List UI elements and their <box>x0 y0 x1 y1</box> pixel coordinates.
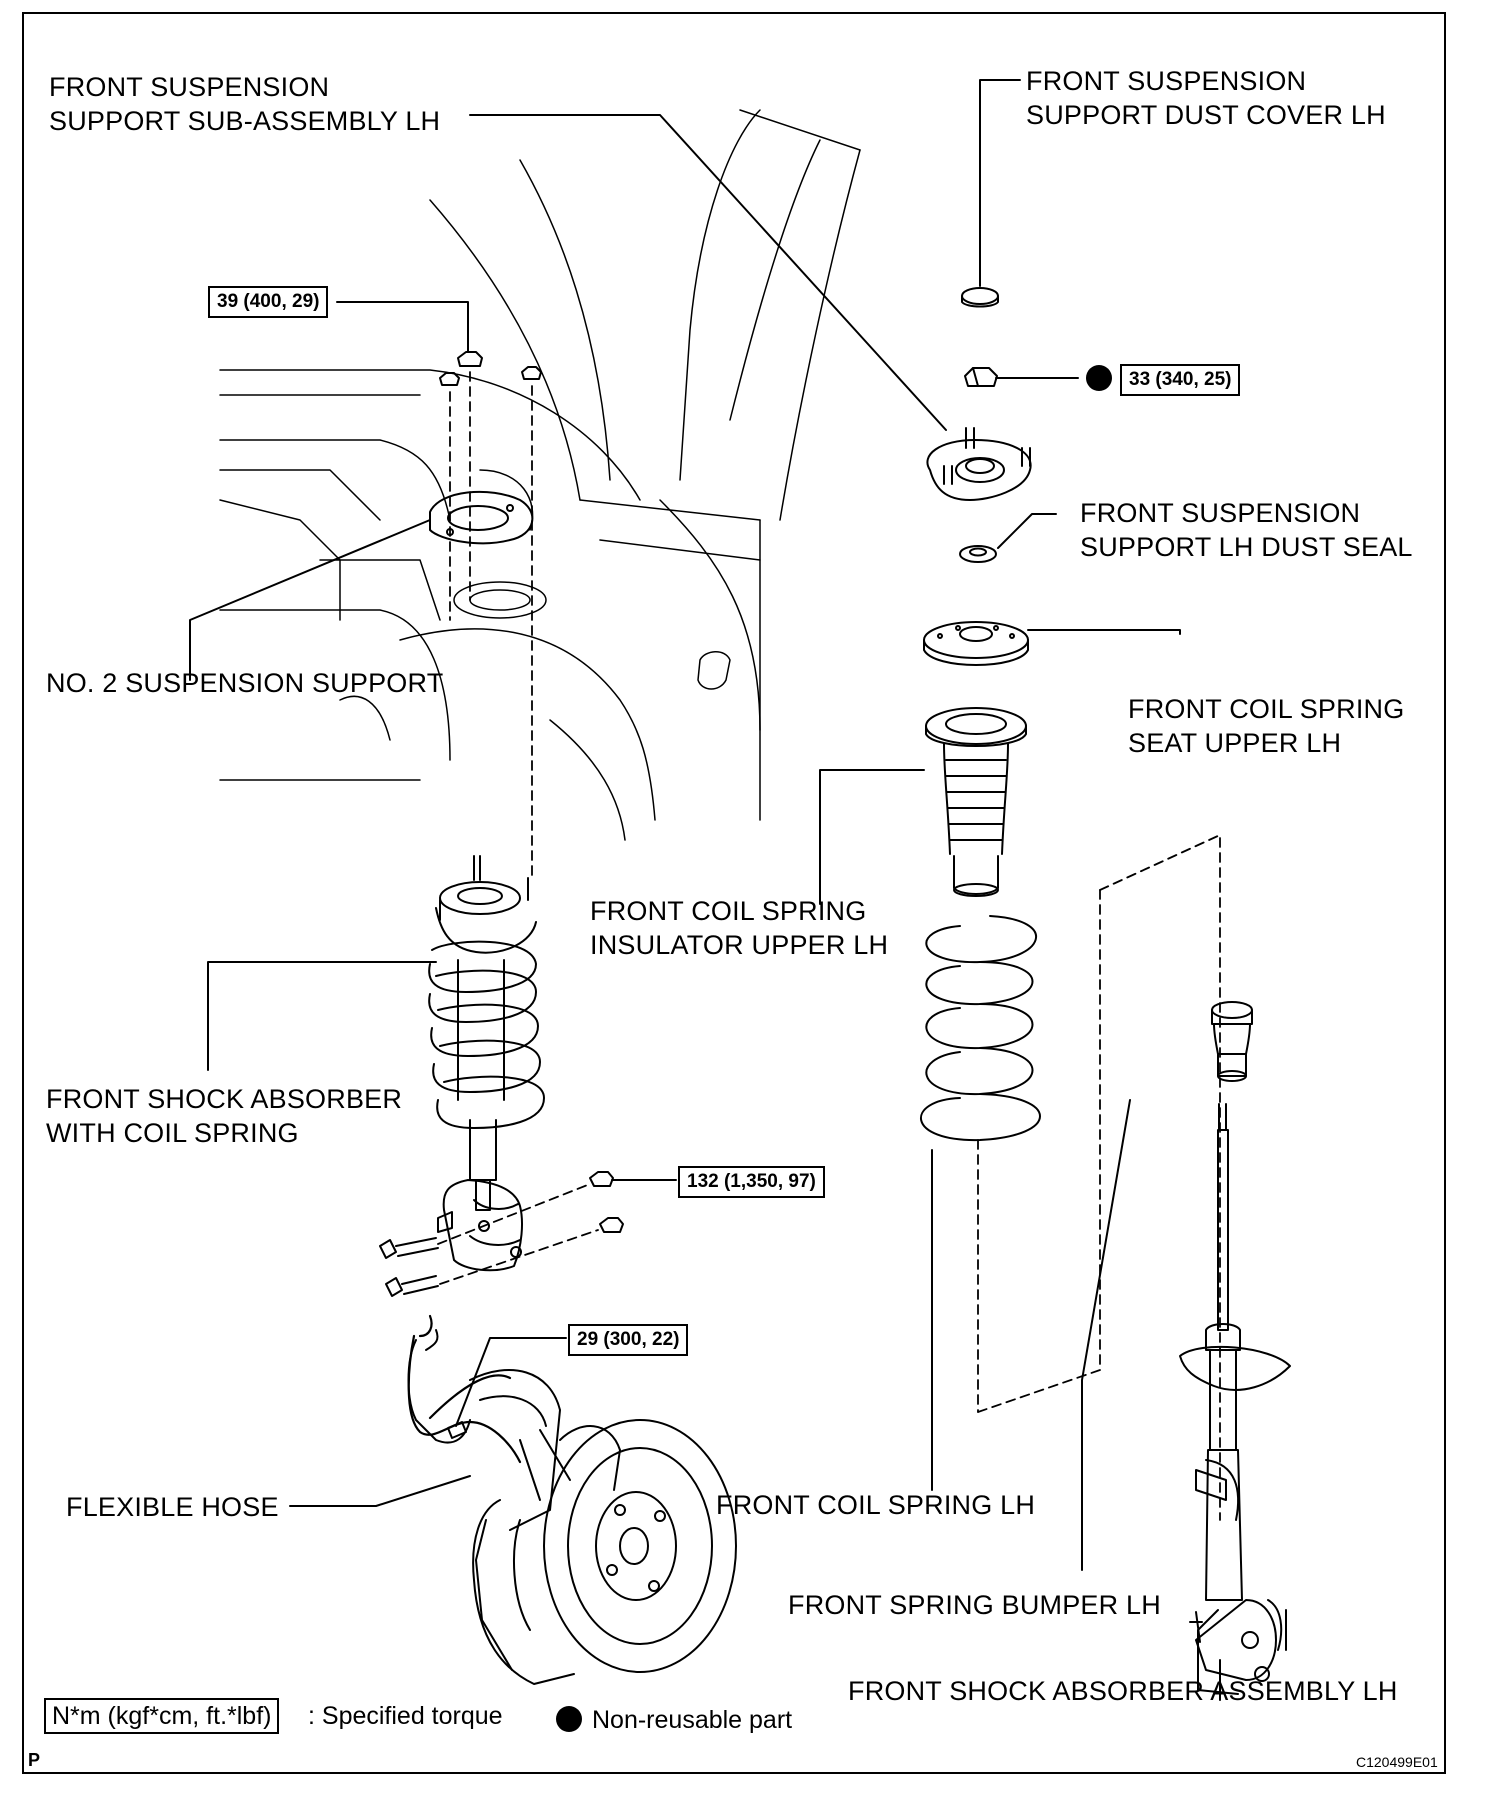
dust-seal-part <box>959 545 997 563</box>
lower-bolts-part <box>379 1171 624 1297</box>
no2-support-plate <box>429 490 534 545</box>
label-support-sub-assembly-line1: FRONT SUSPENSION <box>49 72 330 102</box>
shock-absorber-assembly-part <box>1179 1103 1291 1695</box>
support-sub-assembly-part <box>926 427 1032 501</box>
dust-cover-part <box>961 287 999 308</box>
label-shock-assembly: FRONT SHOCK ABSORBER ASSEMBLY LH <box>848 1676 1398 1706</box>
label-spring-bumper: FRONT SPRING BUMPER LH <box>788 1590 1161 1620</box>
label-spring-seat-line1: FRONT COIL SPRING <box>1128 694 1405 724</box>
bolt-guide-lines <box>449 371 533 881</box>
legend-nonreusable-text: Non-reusable part <box>592 1706 793 1734</box>
torque-upper-nuts: 39 (400, 29) <box>208 286 329 318</box>
label-no2-support: NO. 2 SUSPENSION SUPPORT <box>46 668 444 698</box>
flexible-hose-part <box>407 1314 522 1464</box>
leader-lines <box>189 79 1221 1701</box>
torque-hose-bolt: 29 (300, 22) <box>568 1324 689 1356</box>
corner-letter: P <box>28 1750 41 1770</box>
torque-lower-bolts: 132 (1,350, 97) <box>678 1166 825 1198</box>
coil-spring-part <box>920 915 1041 1142</box>
lower-bolt-guide-lines <box>437 1183 599 1285</box>
label-flexible-hose: FLEXIBLE HOSE <box>66 1492 279 1522</box>
label-dust-cover-line1: FRONT SUSPENSION <box>1026 66 1307 96</box>
spring-guide-lines <box>977 834 1221 1521</box>
shock-with-spring-part <box>428 855 545 1272</box>
filled-circle-icon <box>1086 365 1112 391</box>
vehicle-body-sketch <box>219 109 861 841</box>
torque-center-nut: 33 (340, 25) <box>1120 364 1241 396</box>
label-dust-seal-line1: FRONT SUSPENSION <box>1080 498 1361 528</box>
knuckle-brake-assembly-part <box>407 1329 737 1685</box>
filled-circle-icon <box>556 1706 582 1732</box>
upper-mount-nuts <box>439 351 542 386</box>
label-support-sub-assembly-line2: SUPPORT SUB-ASSEMBLY LH <box>49 106 441 136</box>
legend-torque-box: N*m (kgf*cm, ft.*lbf) <box>44 1698 280 1734</box>
insulator-part <box>925 707 1027 897</box>
legend-torque-text: : Specified torque <box>308 1702 503 1730</box>
center-nut-part <box>964 367 998 387</box>
label-insulator-line2: INSULATOR UPPER LH <box>590 930 889 960</box>
label-dust-cover-line2: SUPPORT DUST COVER LH <box>1026 100 1386 130</box>
spring-seat-part <box>923 621 1029 666</box>
label-dust-seal-line2: SUPPORT LH DUST SEAL <box>1080 532 1413 562</box>
label-spring-seat-line2: SEAT UPPER LH <box>1128 728 1342 758</box>
label-shock-with-spring-line2: WITH COIL SPRING <box>46 1118 299 1148</box>
diagram-frame <box>22 12 1446 1774</box>
figure-code: C120499E01 <box>1356 1754 1438 1770</box>
label-coil-spring: FRONT COIL SPRING LH <box>716 1490 1036 1520</box>
label-insulator-line1: FRONT COIL SPRING <box>590 896 867 926</box>
spring-bumper-part <box>1211 1001 1253 1082</box>
label-shock-with-spring-line1: FRONT SHOCK ABSORBER <box>46 1084 403 1114</box>
